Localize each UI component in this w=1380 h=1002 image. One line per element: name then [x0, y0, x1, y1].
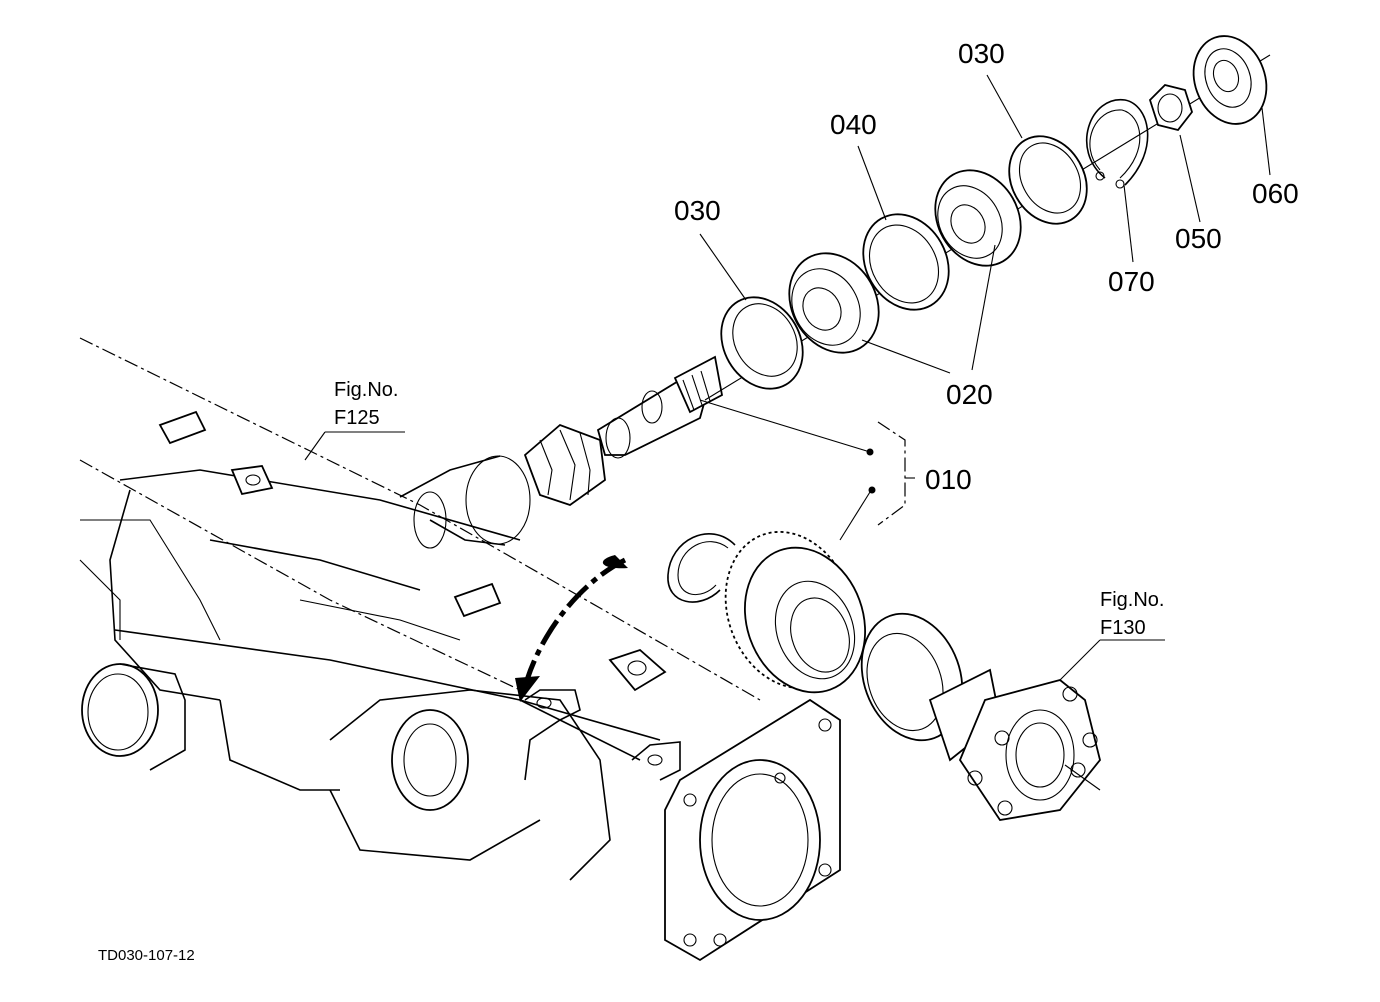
part-label-070: 070: [1108, 266, 1155, 297]
nut-050: [1148, 84, 1194, 132]
part-label-030-lower: 030: [674, 195, 721, 226]
assembly-arrow: [515, 555, 628, 702]
spacer-040: [862, 213, 950, 311]
spacer-ring-030-upper: [1008, 135, 1088, 225]
part-label-030-upper: 030: [958, 38, 1005, 69]
pinion-shaft: [523, 355, 724, 506]
fig-ref-f125-line2: F125: [334, 407, 380, 429]
fig-ref-f130-line1: Fig.No.: [1100, 589, 1164, 611]
part-label-050: 050: [1175, 223, 1222, 254]
bevel-gear-010: [724, 530, 866, 694]
snap-ring-lower: [667, 533, 736, 603]
part-label-040: 040: [830, 109, 877, 140]
coupling-flange: [928, 668, 1101, 821]
drawing-code: TD030-107-12: [98, 947, 195, 964]
transmission-housing: [79, 337, 841, 962]
fig-ref-f125-line1: Fig.No.: [334, 379, 398, 401]
part-label-010: 010: [925, 464, 972, 495]
arrowhead-icon: [515, 676, 540, 702]
spacer-ring-030-lower: [720, 296, 804, 390]
fig-ref-f130-line2: F130: [1100, 617, 1146, 639]
snap-ring-070: [1086, 99, 1149, 189]
part-label-020: 020: [946, 379, 993, 410]
leader-lines: [304, 74, 1271, 681]
oil-seal-060: [1192, 35, 1268, 125]
part-label-060: 060: [1252, 178, 1299, 209]
ball-bearing-020-upper: [934, 169, 1022, 267]
